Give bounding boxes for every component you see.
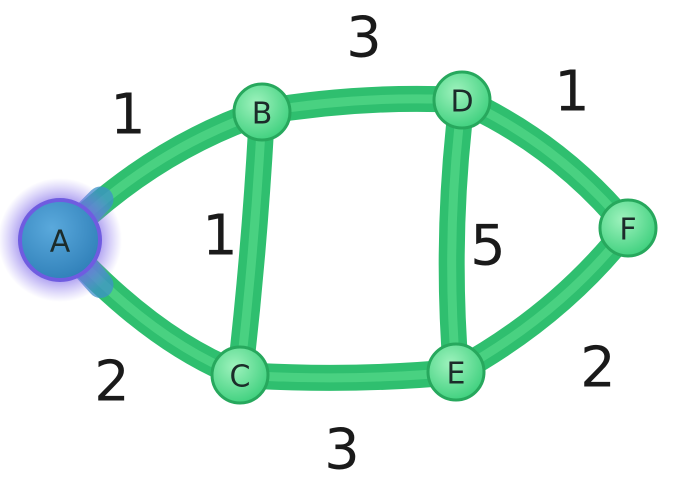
- node-b: [232, 82, 292, 142]
- weight-label-a-b: 1: [110, 83, 146, 148]
- edge-d-f: [449, 87, 641, 241]
- node-d: [432, 70, 492, 130]
- node-label-e: E: [447, 357, 466, 392]
- weight-label-d-e: 5: [470, 214, 506, 279]
- weight-label-a-c: 2: [94, 350, 130, 415]
- weight-label-d-f: 1: [554, 60, 590, 125]
- edge-highlight-d-e: [447, 95, 467, 377]
- node-e: [426, 342, 486, 402]
- node-label-c: C: [230, 360, 251, 395]
- node-f: [598, 198, 658, 258]
- weight-label-e-f: 2: [580, 336, 616, 401]
- nodes-layer: A B C D E F: [18, 70, 658, 405]
- node-label-f: F: [619, 213, 636, 248]
- weight-label-b-c: 1: [202, 204, 238, 269]
- node-c: [210, 345, 270, 405]
- weight-label-b-d: 3: [346, 6, 382, 71]
- node-label-b: B: [252, 97, 273, 132]
- weight-label-c-e: 3: [324, 418, 360, 483]
- node-label-a: A: [50, 225, 71, 260]
- node-a: [18, 198, 102, 282]
- weights-layer: 1 2 1 3 3 5 1 2: [94, 6, 616, 483]
- edge-highlight-b-c: [235, 107, 267, 380]
- node-label-d: D: [450, 85, 473, 120]
